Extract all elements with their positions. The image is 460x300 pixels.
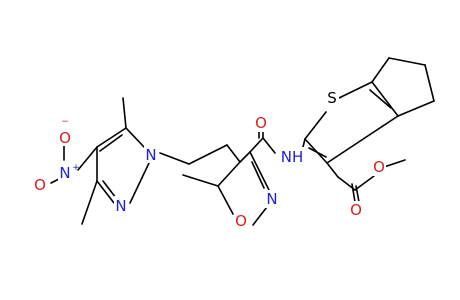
nitro-oxygen-upper-label: O: [59, 129, 71, 147]
bond: [77, 146, 98, 171]
nitro-nitrogen-charge: +: [72, 163, 80, 173]
bond: [182, 174, 219, 187]
bond: [304, 111, 327, 140]
bond: [102, 180, 117, 199]
bond-layer: [50, 57, 435, 226]
ester-ether-oxygen-label: O: [373, 158, 385, 176]
nitro-oxygen-left-label: O: [34, 176, 46, 194]
nitro-nitrogen-label: N: [59, 164, 70, 182]
bond: [96, 180, 115, 204]
bond: [371, 81, 399, 117]
bond: [424, 64, 435, 102]
bond: [249, 137, 264, 153]
bond: [188, 144, 228, 165]
bond: [383, 159, 406, 168]
nitro-oxygen-charge: −: [61, 117, 69, 127]
ester-carbonyl-oxygen-label: O: [350, 201, 362, 219]
bond: [354, 175, 375, 191]
pyrazole-n1-label: N: [145, 146, 156, 164]
bond: [217, 185, 234, 215]
isoxazole-oxygen-label: O: [235, 212, 247, 230]
bond: [159, 152, 190, 165]
bond: [302, 138, 306, 148]
isoxazole-nitrogen-label: N: [266, 190, 277, 208]
bond: [388, 57, 426, 66]
bond: [326, 162, 339, 178]
bond: [249, 151, 271, 193]
amide-nh-label: NH: [281, 148, 304, 166]
bond: [99, 134, 123, 152]
bond: [371, 57, 390, 83]
bond: [81, 180, 98, 225]
bond: [308, 147, 327, 158]
bond: [262, 137, 276, 154]
bond: [397, 100, 435, 117]
bond: [351, 183, 356, 203]
bond: [338, 81, 373, 99]
sulfur-atom-label: S: [327, 89, 337, 107]
bond: [239, 151, 251, 163]
bond: [129, 162, 150, 204]
pyrazole-n2-label: N: [115, 197, 126, 215]
bond: [226, 144, 241, 163]
bond: [96, 127, 127, 148]
bond: [217, 161, 241, 187]
bond: [122, 97, 127, 129]
amide-oxygen-label: O: [255, 114, 267, 132]
bond: [125, 127, 146, 149]
bond: [369, 89, 392, 109]
atom-label-layer: S NH O N O O O N N N + O −: [33, 89, 386, 230]
bond: [251, 161, 265, 189]
bond: [326, 115, 399, 164]
